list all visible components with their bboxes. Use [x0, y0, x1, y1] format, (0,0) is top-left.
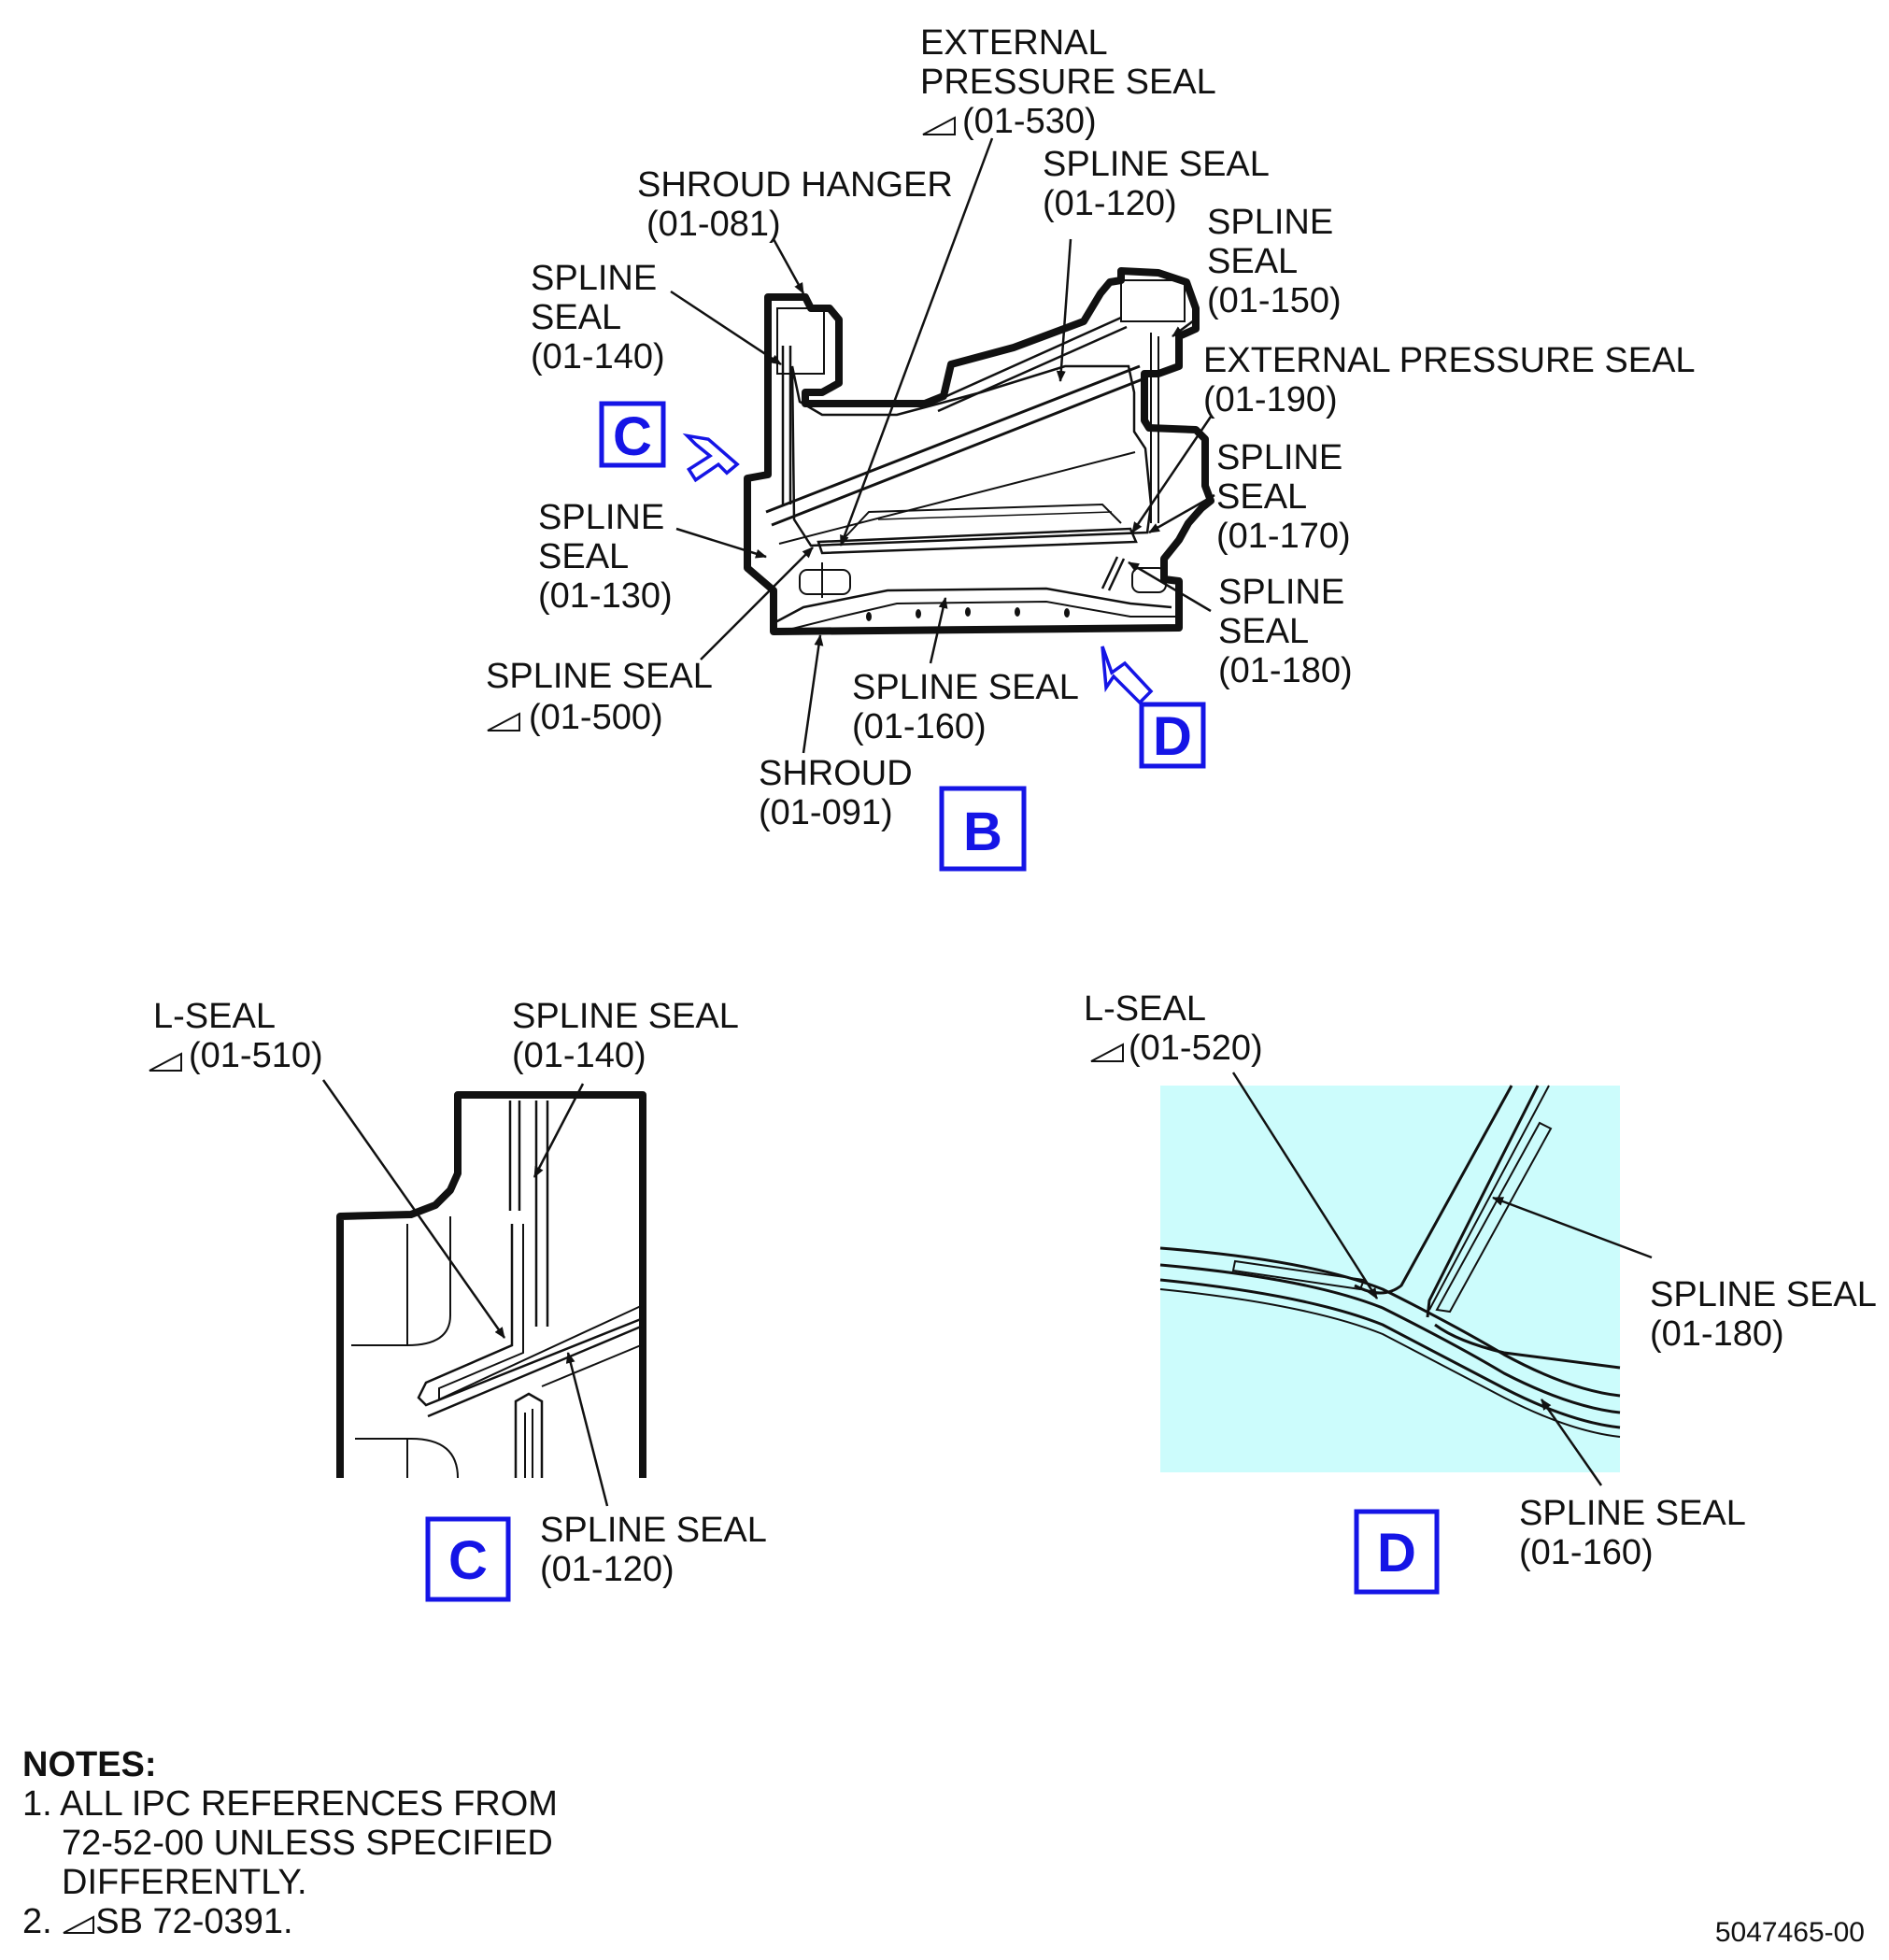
- detail-c-leaders: [321, 1079, 609, 1507]
- label-spline-120-c: SPLINE SEAL (01-120): [540, 1511, 775, 1589]
- note-2: 2. SB 72-0391.: [22, 1902, 558, 1941]
- sb-flag-marks: [149, 116, 1124, 1072]
- note-2-number: 2.: [22, 1902, 63, 1941]
- view-b-tag-letter: B: [963, 802, 1002, 862]
- note-1-line-1: 1. ALL IPC REFERENCES FROM: [22, 1784, 558, 1824]
- label-spline-180-d: SPLINE SEAL (01-180): [1650, 1275, 1885, 1354]
- notes-heading: NOTES:: [22, 1745, 157, 1784]
- detail-c-tag: C: [425, 1516, 511, 1602]
- view-b-shroud-assembly: [744, 267, 1214, 635]
- detail-d-leaders: [1231, 1072, 1653, 1486]
- view-d-tag-letter: D: [1153, 706, 1192, 767]
- sb-flag-icon: [487, 712, 520, 731]
- view-c-tag-letter: C: [613, 406, 652, 467]
- detail-d-tag-letter: D: [1377, 1523, 1416, 1584]
- view-c-direction-arrow: [682, 433, 740, 483]
- label-spline-140-c: SPLINE SEAL (01-140): [512, 997, 747, 1075]
- note-1-line-3: DIFFERENTLY.: [62, 1863, 307, 1902]
- sb-flag-icon: [63, 1915, 95, 1934]
- view-c-tag: C: [599, 401, 666, 468]
- sb-flag-icon: [922, 116, 956, 135]
- notes-block: NOTES: 1. ALL IPC REFERENCES FROM 72-52-…: [22, 1745, 558, 1941]
- document-number: 5047465-00: [1714, 1917, 1865, 1948]
- label-spline-160-d: SPLINE SEAL (01-160): [1519, 1494, 1754, 1572]
- shroud-inner-cavity: [790, 364, 1153, 547]
- note-2-text: SB 72-0391.: [95, 1902, 293, 1941]
- label-spline-120-top: SPLINE SEAL (01-120): [1043, 145, 1278, 223]
- view-d-tag: D: [1139, 702, 1206, 769]
- label-shroud: SHROUD (01-091): [759, 754, 922, 832]
- detail-d-tag: D: [1354, 1509, 1440, 1595]
- sb-flag-icon: [1090, 1043, 1124, 1062]
- label-lseal-520: L-SEAL (01-520): [1084, 989, 1263, 1068]
- label-spline-170: SPLINE SEAL (01-170): [1216, 438, 1353, 556]
- detail-c-drawing: [336, 1091, 646, 1479]
- label-spline-130: SPLINE SEAL (01-130): [538, 498, 675, 616]
- view-b-leaders: [670, 137, 1215, 754]
- label-spline-140-top: SPLINE SEAL (01-140): [531, 259, 667, 376]
- label-ext-seal-190: EXTERNAL PRESSURE SEAL (01-190): [1203, 341, 1704, 419]
- shroud-outer-outline: [744, 267, 1214, 635]
- label-spline-500: SPLINE SEAL (01-500): [486, 657, 721, 737]
- label-spline-160-top: SPLINE SEAL (01-160): [852, 668, 1087, 746]
- note-1-line-2: 72-52-00 UNLESS SPECIFIED: [62, 1824, 553, 1863]
- label-spline-150: SPLINE SEAL (01-150): [1207, 203, 1343, 320]
- label-spline-180-top: SPLINE SEAL (01-180): [1218, 573, 1355, 690]
- detail-c-tag-letter: C: [448, 1530, 488, 1591]
- view-d-direction-arrow: [1101, 646, 1154, 705]
- sb-flag-icon: [149, 1052, 182, 1072]
- label-lseal-510: L-SEAL (01-510): [153, 997, 323, 1075]
- label-ext-seal-530: EXTERNAL PRESSURE SEAL (01-530): [920, 23, 1225, 141]
- label-shroud-hanger: SHROUD HANGER (01-081): [637, 165, 962, 244]
- view-b-tag: B: [939, 786, 1027, 872]
